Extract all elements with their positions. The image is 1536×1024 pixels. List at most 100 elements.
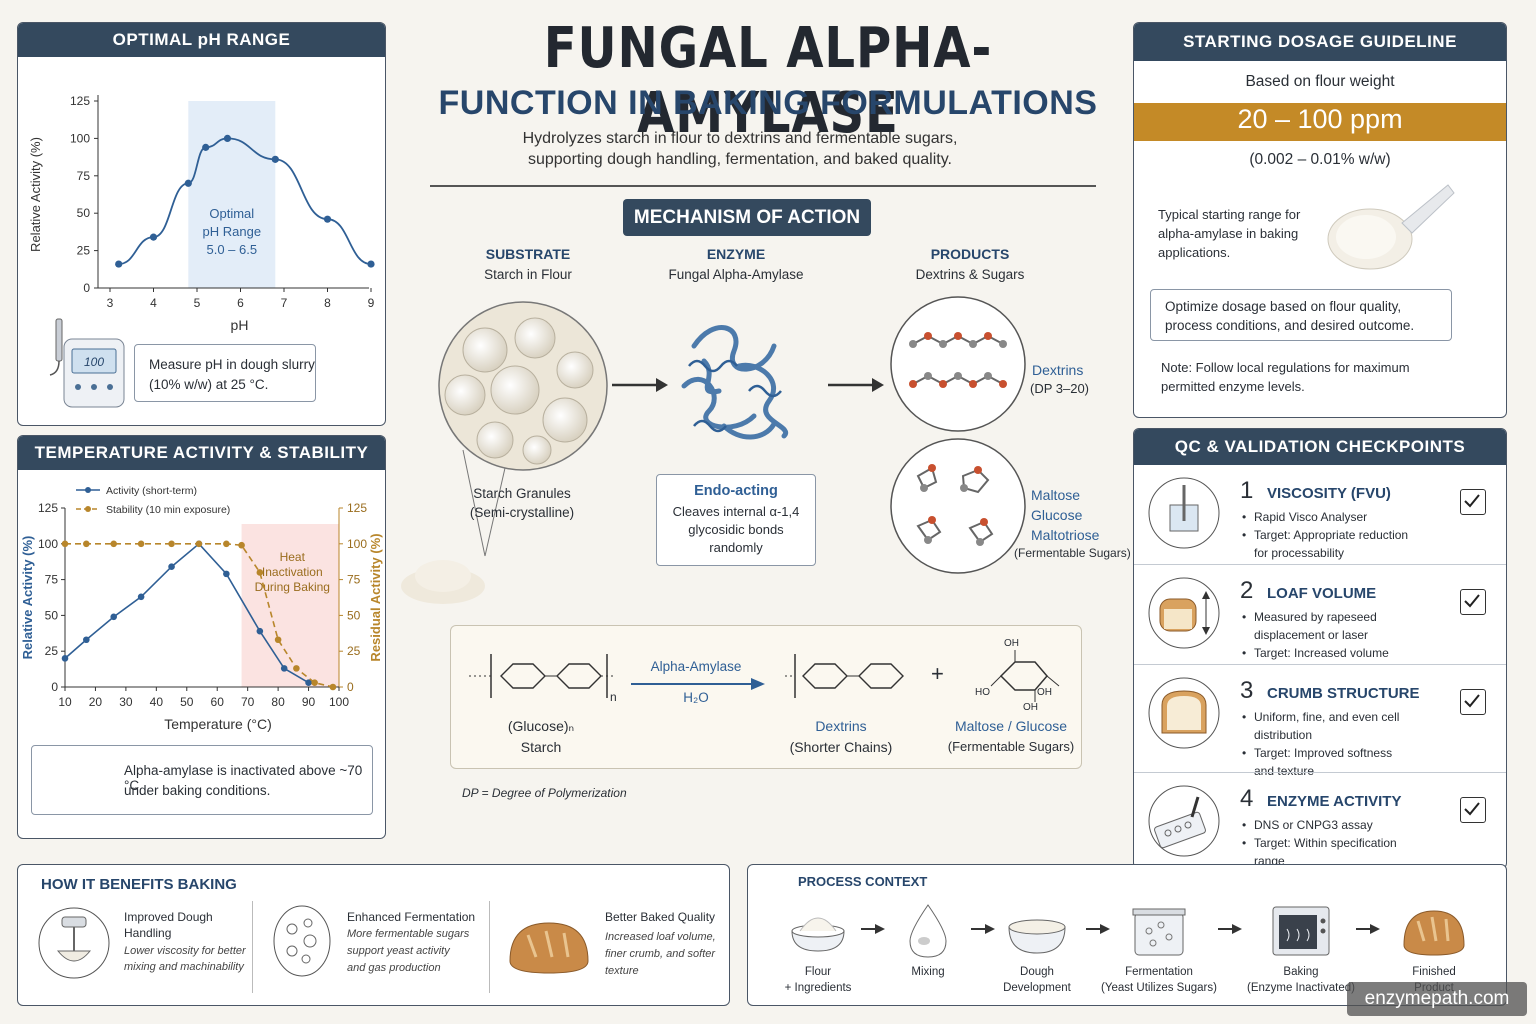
activity-data-point bbox=[256, 627, 264, 635]
zone-label-2: Inactivation bbox=[262, 565, 323, 579]
qc-checkbox[interactable] bbox=[1460, 589, 1486, 615]
qc-item-line: •Uniform, fine, and even cell bbox=[1242, 710, 1399, 724]
stability-data-point bbox=[238, 541, 245, 549]
process-step-sublabel: (Enzyme Inactivated) bbox=[1246, 982, 1355, 994]
legend-label: Stability (10 min exposure) bbox=[106, 504, 230, 516]
ph-panel-header: OPTIMAL pH RANGE bbox=[18, 23, 385, 57]
qc-item-line-text: for processability bbox=[1254, 546, 1345, 560]
benefit-3-title-1: Better Baked Quality bbox=[605, 910, 716, 924]
finished-bread-icon bbox=[1403, 910, 1465, 956]
qc-checkbox[interactable] bbox=[1460, 797, 1486, 823]
temperature-panel-header: TEMPERATURE ACTIVITY & STABILITY bbox=[18, 436, 385, 470]
qc-item-title: LOAF VOLUME bbox=[1267, 585, 1377, 602]
flour-bowl-icon bbox=[791, 917, 845, 952]
ph-data-point bbox=[223, 134, 232, 142]
title-divider bbox=[430, 185, 1096, 187]
x-tick-label: 7 bbox=[281, 296, 288, 310]
endo-line-1: Cleaves internal α-1,4 bbox=[672, 504, 800, 519]
page-title: FUNGAL ALPHA-AMYLASE bbox=[543, 16, 993, 146]
stability-data-point bbox=[195, 540, 203, 548]
dosage-value: 20 – 100 ppm bbox=[1237, 104, 1403, 134]
viscometer-icon bbox=[1148, 477, 1220, 549]
qc-item-line-text: Target: Appropriate reduction bbox=[1254, 528, 1409, 542]
y2-tick-label: 125 bbox=[347, 501, 367, 515]
qc-item-line-text: Measured by rapeseed bbox=[1254, 610, 1377, 624]
reaction-arrow-icon bbox=[631, 678, 765, 690]
activity-data-point bbox=[223, 570, 230, 578]
band-label-1: Optimal bbox=[209, 206, 254, 221]
process-step-sublabel: (Yeast Utilizes Sugars) bbox=[1101, 982, 1217, 994]
process-step-label: Mixing bbox=[911, 966, 945, 978]
water-drop-icon bbox=[909, 904, 947, 958]
substrate-label: SUBSTRATE bbox=[485, 246, 571, 262]
qc-item-number: 4 bbox=[1240, 785, 1254, 812]
maltose-label: Maltose bbox=[1031, 487, 1081, 503]
dosage-percent: (0.002 – 0.01% w/w) bbox=[1249, 151, 1391, 168]
zone-label-3: During Baking bbox=[255, 580, 330, 594]
y-tick-label: 25 bbox=[77, 244, 91, 258]
activity-data-point bbox=[83, 636, 90, 644]
temperature-note-line-2: under baking conditions. bbox=[124, 783, 271, 798]
title-description-line-1: Hydrolyzes starch in flour to dextrins a… bbox=[522, 130, 958, 147]
x-tick-label: 8 bbox=[324, 296, 331, 310]
checkmark-icon bbox=[1464, 802, 1480, 816]
qc-checkbox[interactable] bbox=[1460, 489, 1486, 515]
enzyme-sub: Fungal Alpha-Amylase bbox=[668, 267, 804, 282]
ph-data-point bbox=[271, 155, 279, 163]
qc-panel: QC & VALIDATION CHECKPOINTS 1 VISCOSITY (… bbox=[1133, 428, 1507, 869]
page-subtitle: FUNCTION IN BAKING FORMULATIONS bbox=[438, 84, 1098, 122]
chain-subscript-n: n bbox=[610, 690, 617, 704]
benefit-2-title-1: Enhanced Fermentation bbox=[347, 910, 476, 924]
dosage-optimize-box: Optimize dosage based on flour quality, … bbox=[1150, 289, 1452, 341]
benefit-2-desc-2: support yeast activity bbox=[347, 945, 450, 957]
ph-data-point bbox=[149, 233, 158, 241]
y2-tick-label: 0 bbox=[347, 680, 354, 694]
qc-item-line-text: Target: Within specification bbox=[1254, 836, 1397, 850]
stability-data-point bbox=[311, 679, 318, 687]
qc-panel-header: QC & VALIDATION CHECKPOINTS bbox=[1134, 429, 1506, 465]
products-label: PRODUCTS bbox=[930, 246, 1010, 262]
y-axis-label: Relative Activity (%) bbox=[28, 137, 43, 252]
dosage-panel: STARTING DOSAGE GUIDELINE Based on flour… bbox=[1133, 22, 1507, 418]
ph-data-point bbox=[367, 260, 375, 268]
dextrins-molecule-icon bbox=[890, 296, 1026, 432]
x-tick-label: 9 bbox=[368, 296, 375, 310]
legend-label: Activity (short-term) bbox=[106, 485, 197, 497]
ph-data-point bbox=[184, 179, 192, 187]
arrow-icon-enzyme-to-products bbox=[828, 378, 884, 392]
qc-checkbox[interactable] bbox=[1460, 689, 1486, 715]
qc-item-number: 1 bbox=[1240, 477, 1254, 504]
reaction-arrow-bottom-label: H₂O bbox=[683, 690, 709, 705]
benefit-1-title-2: Handling bbox=[124, 926, 172, 940]
qc-item-title: VISCOSITY (FVU) bbox=[1267, 485, 1391, 502]
benefit-1-desc-1: Lower viscosity for better bbox=[124, 945, 246, 957]
legend-marker bbox=[85, 506, 91, 512]
ho-left-label: HO bbox=[975, 687, 990, 698]
qc-item-line: •Target: Within specification bbox=[1242, 836, 1397, 850]
benefits-header: HOW IT BENEFITS BAKING bbox=[41, 876, 237, 893]
qc-item-line-text: displacement or laser bbox=[1254, 628, 1369, 642]
bullet-icon: • bbox=[1242, 610, 1247, 624]
oh-right-label: OH bbox=[1037, 687, 1052, 698]
dosage-panel-header: STARTING DOSAGE GUIDELINE bbox=[1134, 23, 1506, 61]
endo-line-2: glycosidic bonds bbox=[688, 522, 784, 537]
y-tick-label: 0 bbox=[83, 281, 90, 295]
x-tick-label: 70 bbox=[241, 695, 255, 709]
stability-data-point bbox=[137, 540, 145, 548]
optimal-ph-band bbox=[188, 101, 276, 288]
qc-item-line: •Target: Improved softness bbox=[1242, 746, 1392, 760]
x-tick-label: 40 bbox=[150, 695, 164, 709]
dextrins-label: Dextrins bbox=[1032, 362, 1084, 378]
bullet-icon: • bbox=[1242, 528, 1247, 542]
stability-data-point bbox=[83, 540, 90, 548]
granules-label-1: Starch Granules bbox=[473, 486, 571, 501]
benefit-2-desc-3: and gas production bbox=[347, 962, 441, 974]
dp-footnote: DP = Degree of Polymerization bbox=[462, 786, 627, 800]
endo-title: Endo-acting bbox=[694, 483, 778, 499]
activity-data-point bbox=[168, 563, 175, 571]
reaction-mid-label-2: (Shorter Chains) bbox=[789, 739, 893, 755]
y-tick-label: 75 bbox=[45, 573, 59, 587]
ph-note-line-1: Measure pH in dough slurry bbox=[149, 357, 315, 372]
stability-data-point bbox=[223, 540, 230, 548]
